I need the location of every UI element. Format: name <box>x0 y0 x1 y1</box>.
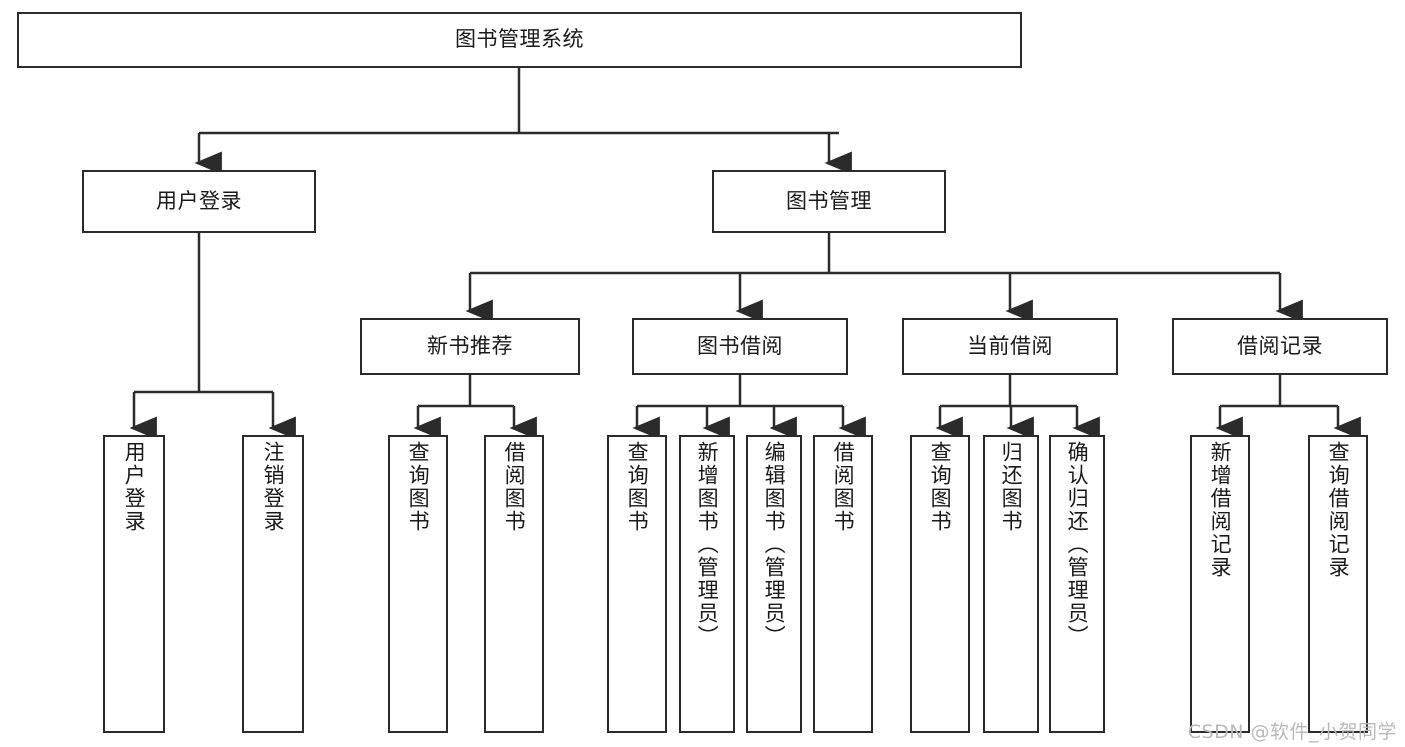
node-user-login-label: 用户登录 <box>156 188 242 213</box>
node-user-login[interactable]: 用户登录 <box>82 170 316 233</box>
node-borrow-records[interactable]: 借阅记录 <box>1172 318 1388 375</box>
leaf-add-book-admin[interactable]: 新增图书（管理员） <box>679 435 735 733</box>
leaf-logout[interactable]: 注销登录 <box>242 435 304 733</box>
node-book-management-label: 图书管理 <box>786 188 872 213</box>
leaf-edit-book-admin-label: 编辑图书（管理员） <box>762 441 787 648</box>
leaf-borrow-book[interactable]: 借阅图书 <box>813 435 873 733</box>
leaf-borrow-book-label: 借阅图书 <box>831 441 856 533</box>
leaf-query-book-current-label: 查询图书 <box>928 441 953 533</box>
leaf-return-book[interactable]: 归还图书 <box>983 435 1039 733</box>
leaf-query-book-borrow[interactable]: 查询图书 <box>607 435 667 733</box>
node-book-management[interactable]: 图书管理 <box>712 170 946 233</box>
leaf-query-borrow-record-label: 查询借阅记录 <box>1326 441 1351 579</box>
node-current-borrow[interactable]: 当前借阅 <box>902 318 1118 375</box>
leaf-query-book-newbook-label: 查询图书 <box>406 441 431 533</box>
node-current-borrow-label: 当前借阅 <box>967 333 1053 358</box>
leaf-confirm-return-admin[interactable]: 确认归还（管理员） <box>1049 435 1105 733</box>
node-borrow-records-label: 借阅记录 <box>1237 333 1323 358</box>
leaf-add-book-admin-label: 新增图书（管理员） <box>695 441 720 648</box>
leaf-logout-label: 注销登录 <box>261 441 286 533</box>
node-root-label: 图书管理系统 <box>455 27 584 52</box>
leaf-query-book-newbook[interactable]: 查询图书 <box>388 435 448 733</box>
leaf-add-borrow-record-label: 新增借阅记录 <box>1208 441 1233 579</box>
node-new-book-recommend-label: 新书推荐 <box>427 333 513 358</box>
leaf-borrow-book-newbook[interactable]: 借阅图书 <box>484 435 544 733</box>
node-new-book-recommend[interactable]: 新书推荐 <box>360 318 580 375</box>
node-root[interactable]: 图书管理系统 <box>17 12 1022 68</box>
leaf-user-login-label: 用户登录 <box>122 441 147 533</box>
watermark: CSDN @软件_小贺同学 <box>1187 721 1397 743</box>
leaf-user-login[interactable]: 用户登录 <box>103 435 165 733</box>
leaf-borrow-book-newbook-label: 借阅图书 <box>502 441 527 533</box>
leaf-query-book-current[interactable]: 查询图书 <box>910 435 970 733</box>
leaf-add-borrow-record[interactable]: 新增借阅记录 <box>1190 435 1250 733</box>
node-book-borrow-label: 图书借阅 <box>697 333 783 358</box>
leaf-confirm-return-admin-label: 确认归还（管理员） <box>1065 441 1090 648</box>
leaf-edit-book-admin[interactable]: 编辑图书（管理员） <box>746 435 802 733</box>
leaf-query-book-borrow-label: 查询图书 <box>625 441 650 533</box>
node-book-borrow[interactable]: 图书借阅 <box>632 318 848 375</box>
leaf-return-book-label: 归还图书 <box>999 441 1024 533</box>
leaf-query-borrow-record[interactable]: 查询借阅记录 <box>1308 435 1368 733</box>
